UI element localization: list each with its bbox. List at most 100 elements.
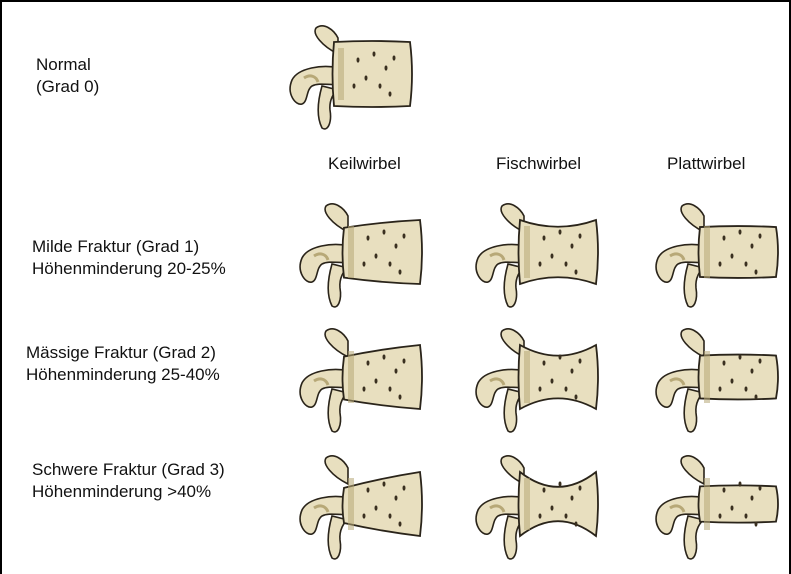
vertebra-platt-grade-3 [648,454,788,564]
bone-pore-4 [375,505,378,510]
bone-pore-8 [575,394,578,399]
vertebra-fisch-grade-1 [468,202,608,312]
row-label-grade-1-line1: Milde Fraktur (Grad 1) [32,236,226,258]
bone-pore-3 [571,495,574,500]
bone-pore-2 [559,354,562,359]
bone-pore-6 [759,485,762,490]
bone-pore-5 [389,386,392,391]
superior-articular-process [681,329,704,357]
bone-pore-3 [571,368,574,373]
bone-pore-2 [559,229,562,234]
row-label-grade-1: Milde Fraktur (Grad 1) Höhenminderung 20… [32,236,226,280]
vertebra-normal-svg [282,24,422,134]
bone-pore-6 [403,233,406,238]
bone-pore-1 [543,487,546,492]
bone-pore-6 [403,358,406,363]
row-label-grade-3-line1: Schwere Fraktur (Grad 3) [32,459,225,481]
row-label-grade-3-line2: Höhenminderung >40% [32,481,225,503]
bone-pore-7 [719,386,722,391]
vertebra-fisch-grade-3 [468,454,608,564]
vertebra-platt-grade-2 [648,327,788,437]
bone-pore-2 [739,481,742,486]
body-shading [348,478,354,530]
bone-pore-1 [367,487,370,492]
vertebra-platt-grade-1-svg [648,202,788,312]
bone-pore-8 [755,269,758,274]
column-header-fischwirbel: Fischwirbel [496,154,581,174]
bone-pore-8 [755,521,758,526]
bone-pore-8 [399,394,402,399]
vertebral-body [519,345,599,409]
body-shading [704,226,710,278]
bone-pore-1 [723,235,726,240]
bone-pore-8 [389,91,392,96]
bone-pore-3 [395,495,398,500]
bone-pore-4 [731,253,734,258]
vertebral-body [519,220,599,284]
row-label-grade-1-line2: Höhenminderung 20-25% [32,258,226,280]
bone-pore-1 [367,235,370,240]
vertebral-body [699,485,779,522]
bone-pore-5 [745,513,748,518]
row-label-grade-2-line1: Mässige Fraktur (Grad 2) [26,342,220,364]
bone-pore-4 [551,505,554,510]
body-shading [704,351,710,403]
bone-pore-4 [731,378,734,383]
bone-pore-3 [751,243,754,248]
bone-pore-6 [759,358,762,363]
vertebral-body [343,345,423,409]
row-label-grade-2: Mässige Fraktur (Grad 2) Höhenminderung … [26,342,220,386]
bone-pore-2 [739,354,742,359]
bone-pore-8 [399,521,402,526]
bone-pore-5 [565,386,568,391]
vertebra-keil-grade-3 [292,454,432,564]
bone-pore-2 [739,229,742,234]
superior-articular-process [681,456,704,484]
vertebra-fisch-grade-2-svg [468,327,608,437]
body-shading [338,48,344,100]
vertebra-platt-grade-3-svg [648,454,788,564]
bone-pore-7 [363,386,366,391]
bone-pore-5 [745,386,748,391]
vertebra-keil-grade-2-svg [292,327,432,437]
vertebral-body [699,355,779,400]
bone-pore-2 [559,481,562,486]
body-shading [348,226,354,278]
normal-label-line2: (Grad 0) [36,76,99,98]
bone-pore-7 [363,261,366,266]
bone-pore-3 [751,495,754,500]
vertebral-body [519,472,599,536]
bone-pore-1 [543,360,546,365]
bone-pore-7 [539,513,542,518]
vertebra-keil-grade-1 [292,202,432,312]
bone-pore-8 [575,269,578,274]
vertebral-body [333,41,413,107]
bone-pore-1 [357,57,360,62]
bone-pore-8 [399,269,402,274]
vertebra-fisch-grade-2 [468,327,608,437]
bone-pore-4 [731,505,734,510]
bone-pore-7 [539,261,542,266]
vertebra-platt-grade-2-svg [648,327,788,437]
bone-pore-1 [543,235,546,240]
normal-label: Normal (Grad 0) [36,54,99,98]
bone-pore-5 [379,83,382,88]
body-shading [524,351,530,403]
vertebra-keil-grade-3-svg [292,454,432,564]
body-shading [348,351,354,403]
bone-pore-4 [551,253,554,258]
bone-pore-7 [363,513,366,518]
bone-pore-7 [719,513,722,518]
bone-pore-5 [389,513,392,518]
vertebra-keil-grade-1-svg [292,202,432,312]
row-label-grade-2-line2: Höhenminderung 25-40% [26,364,220,386]
bone-pore-6 [579,233,582,238]
bone-pore-6 [393,55,396,60]
bone-pore-4 [375,378,378,383]
bone-pore-5 [389,261,392,266]
superior-articular-process [325,456,348,484]
bone-pore-1 [367,360,370,365]
bone-pore-3 [395,368,398,373]
vertebra-keil-grade-2 [292,327,432,437]
